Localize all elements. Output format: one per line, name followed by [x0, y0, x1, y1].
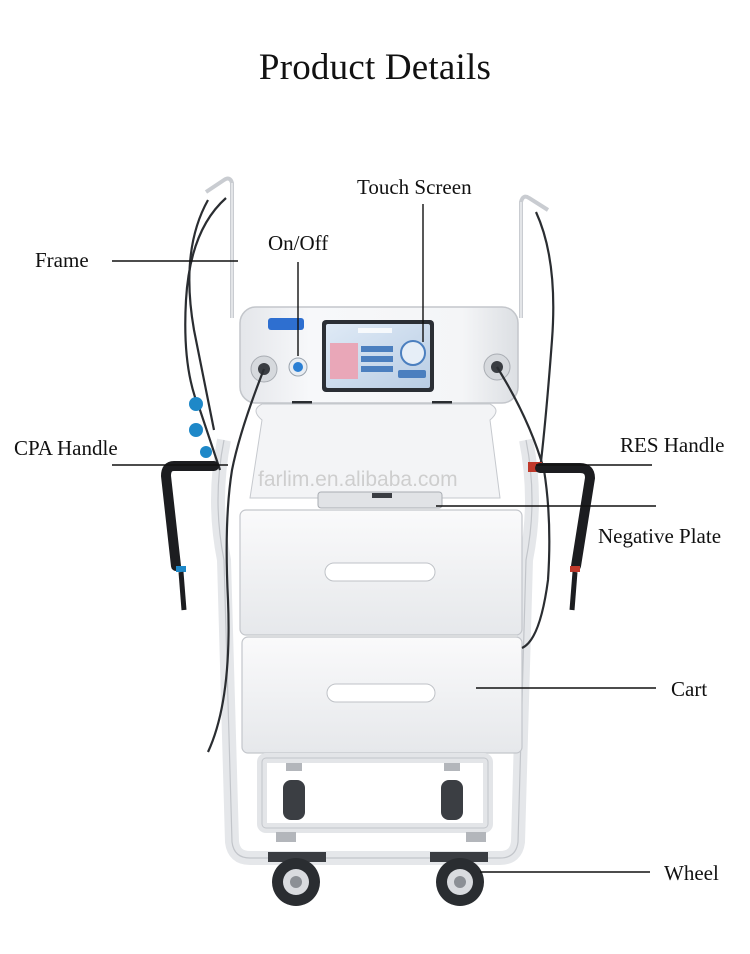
- leader-lines: [112, 204, 656, 873]
- page-title: Product Details: [258, 47, 492, 88]
- label-frame: Frame: [35, 248, 89, 272]
- label-touch-screen: Touch Screen: [357, 175, 472, 199]
- label-cart: Cart: [671, 677, 708, 701]
- cart: [211, 403, 539, 865]
- brand-logo: [268, 318, 304, 330]
- power-icon: [293, 362, 303, 372]
- res-handle: [528, 462, 596, 611]
- touch-screen: [322, 320, 434, 392]
- watermark: farlim.en.alibaba.com: [258, 468, 458, 491]
- frame: [204, 176, 550, 318]
- label-cpa-handle: CPA Handle: [14, 436, 118, 460]
- label-negative-plate: Negative Plate: [598, 524, 722, 548]
- wheel: [268, 852, 488, 906]
- label-wheel: Wheel: [664, 861, 719, 885]
- cpa-handle: [160, 397, 219, 611]
- device-head: [239, 306, 519, 413]
- label-res-handle: RES Handle: [620, 433, 725, 457]
- cables: [184, 197, 555, 753]
- label-on-off: On/Off: [268, 231, 329, 255]
